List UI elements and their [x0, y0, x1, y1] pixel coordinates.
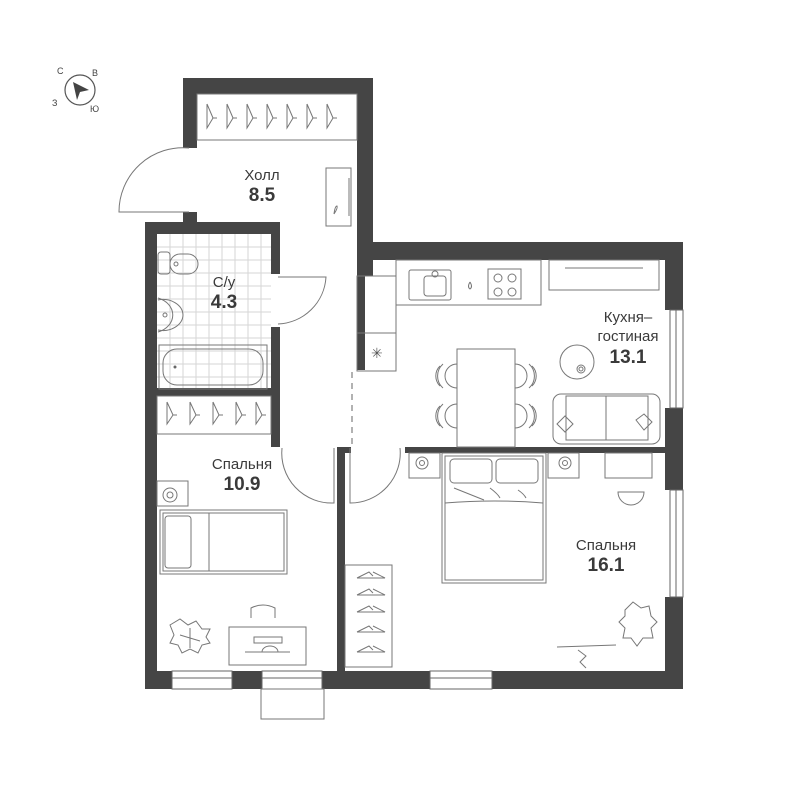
room-name-kitchen-line1: Кухня–: [604, 309, 653, 326]
bathroom-tiles: [157, 234, 271, 394]
compass-north: С: [57, 66, 64, 76]
walls: [145, 78, 683, 689]
room-area-hall: 8.5: [249, 185, 276, 206]
room-name-hall: Холл: [244, 167, 279, 184]
sink-icon: [157, 297, 184, 333]
nightstand-small: [156, 480, 189, 507]
sofa: [552, 393, 661, 445]
dining-table: [435, 348, 537, 448]
coffee-table: [559, 344, 595, 380]
kitchen-counter: ✳: [356, 259, 660, 372]
room-area-bathroom: 4.3: [211, 292, 237, 313]
room-name-bathroom: С/у: [213, 274, 236, 291]
nightstand-right: [547, 452, 580, 479]
hall-cabinet: [325, 167, 352, 227]
bedroom-small-door[interactable]: [281, 447, 335, 504]
room-area-bedroom-small: 10.9: [224, 474, 261, 495]
plant-small: [169, 618, 211, 654]
room-name-bedroom-large: Спальня: [576, 537, 636, 554]
compass-south: Ю: [90, 104, 99, 114]
plant-large: [618, 601, 658, 647]
desk-and-chair: [228, 604, 307, 666]
vanity-table: [604, 452, 653, 506]
nightstand-left: [408, 452, 441, 479]
compass-east: В: [92, 68, 98, 78]
balcony: [260, 688, 325, 720]
fridge-icon: ✳: [371, 346, 383, 362]
toilet-icon: [157, 251, 199, 275]
single-bed: [159, 509, 288, 575]
compass-icon: С В Ю З: [52, 66, 99, 114]
compass-west: З: [52, 98, 57, 108]
bathroom-door[interactable]: [277, 276, 327, 325]
double-bed: [441, 452, 547, 584]
bathtub-icon: [158, 344, 268, 390]
room-name-bedroom-small: Спальня: [212, 456, 272, 473]
mirror-stand: [556, 644, 617, 669]
room-area-bedroom-large: 16.1: [588, 555, 625, 576]
entrance-door[interactable]: [118, 147, 190, 213]
bedroom-large-wardrobe: [344, 564, 393, 668]
bedroom-small-wardrobe: [156, 395, 272, 435]
room-name-kitchen-line2: гостиная: [598, 328, 659, 345]
hall-wardrobe: [196, 93, 358, 141]
windows: [171, 309, 684, 690]
room-area-kitchen: 13.1: [610, 347, 647, 368]
bedroom-large-door[interactable]: [349, 447, 401, 504]
